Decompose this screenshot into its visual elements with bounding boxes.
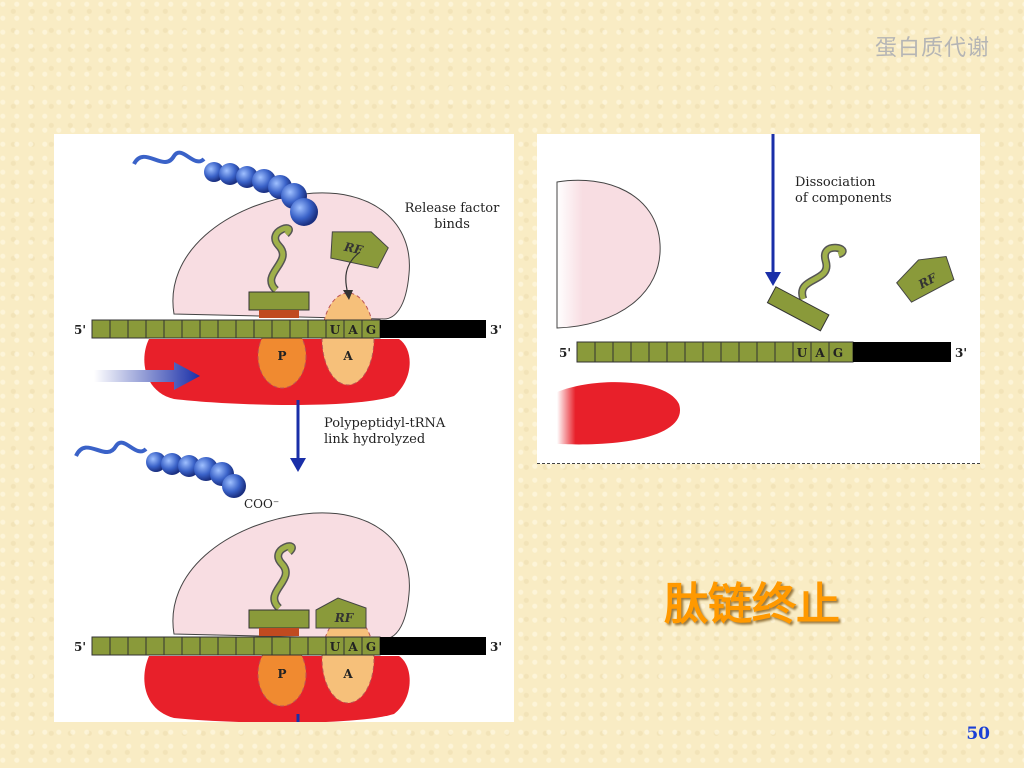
codon-a-right: A — [814, 346, 825, 360]
left-diagram-svg: RF Release factor binds — [74, 150, 502, 723]
dissociated-small-subunit — [556, 179, 661, 329]
codon-a-top: A — [347, 323, 358, 337]
five-prime-right: 5' — [559, 346, 571, 360]
stage-release-factor-binds: RF Release factor binds — [74, 150, 502, 405]
p-site — [257, 323, 307, 389]
three-prime-top: 3' — [490, 323, 502, 337]
codon-g-right: G — [833, 346, 843, 360]
codon-g-bottom: G — [366, 640, 376, 654]
codon-g-top: G — [366, 323, 376, 337]
p-site-bottom — [257, 641, 307, 707]
free-trna — [766, 243, 847, 332]
trna-top — [248, 224, 310, 318]
left-diagram-panel: RF Release factor binds — [54, 134, 514, 723]
five-prime-top: 5' — [74, 323, 86, 337]
p-site-label-bottom: P — [277, 667, 286, 681]
five-prime-bottom: 5' — [74, 640, 86, 654]
header-title: 蛋白质代谢 — [874, 36, 990, 61]
annotation-polypeptidyl-trna: Polypeptidyl-tRNA — [324, 416, 446, 431]
free-release-factor: RF — [896, 255, 955, 303]
released-polypeptide — [74, 440, 246, 498]
mrna-bottom: U A G — [91, 636, 486, 656]
slide-title: 肽链终止 — [664, 579, 840, 630]
p-site-label-top: P — [277, 349, 286, 363]
annotation-dissociation: Dissociation — [795, 175, 876, 190]
small-subunit — [172, 192, 410, 320]
page-number: 50 — [966, 724, 990, 744]
three-prime-bottom: 3' — [490, 640, 502, 654]
stage-after-hydrolysis: RF U A G 5' 3' — [74, 512, 502, 723]
codon-u-bottom: U — [330, 640, 341, 654]
a-site-label-bottom: A — [342, 667, 353, 681]
annotation-release-factor: Release factor — [405, 201, 500, 216]
right-diagram-panel: Dissociation of components RF — [537, 134, 980, 464]
stage-hydrolysis: Polypeptidyl-tRNA link hydrolyzed COO⁻ — [74, 400, 446, 511]
polypeptide-chain-top — [132, 150, 318, 226]
a-site — [321, 292, 375, 386]
three-prime-right: 3' — [955, 346, 967, 360]
annotation-of-components: of components — [795, 191, 892, 206]
dissociation-arrow — [765, 272, 781, 286]
trna-bottom — [248, 542, 310, 636]
annotation-link-hydrolyzed: link hydrolyzed — [324, 432, 425, 447]
codon-a-bottom: A — [347, 640, 358, 654]
rf-label-bottom: RF — [334, 611, 355, 625]
release-factor-bottom: RF — [315, 597, 367, 629]
a-site-label-top: A — [342, 349, 353, 363]
panel-divider — [537, 463, 980, 464]
mrna-right: U A G — [576, 341, 951, 363]
annotation-binds: binds — [434, 217, 470, 232]
codon-u-right: U — [797, 346, 808, 360]
codon-u-top: U — [330, 323, 341, 337]
dissociated-large-subunit — [557, 382, 681, 445]
coo-label: COO⁻ — [244, 497, 279, 511]
translocation-arrow — [94, 362, 200, 390]
mrna-top: U A G — [91, 319, 486, 339]
right-diagram-svg: Dissociation of components RF — [556, 134, 967, 445]
